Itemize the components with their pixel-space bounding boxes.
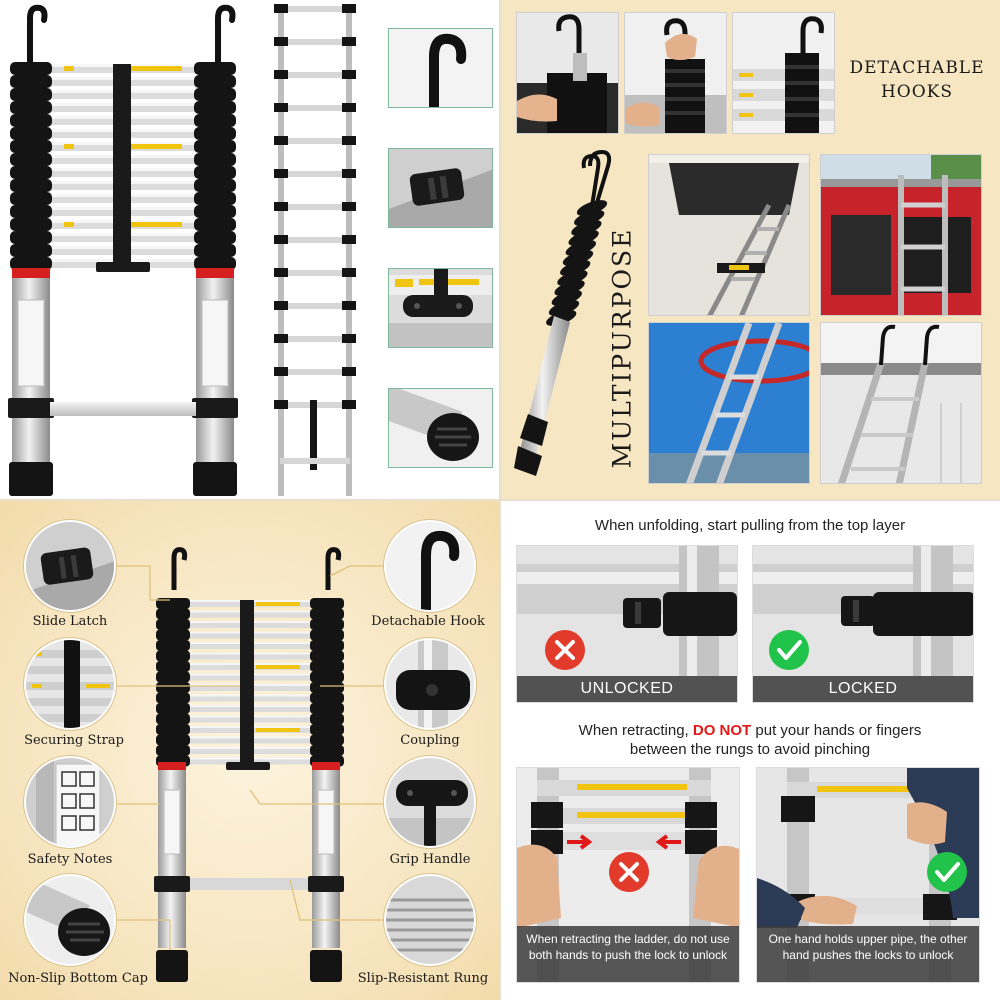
title-line-1: DETACHABLE [849,58,985,78]
wrong-retract-caption: When retracting the ladder, do not use b… [517,926,739,982]
non-slip-cap-label: Non-Slip Bottom Cap [8,971,148,986]
ladder-overview-panel [0,0,500,500]
detachable-hook-callout [384,520,476,612]
handle-thumbnail [388,268,493,348]
slip-resistant-rung-label: Slip-Resistant Rung [357,971,489,986]
locked-panel: LOCKED [752,545,974,703]
vehicle-use-photo [820,154,982,316]
title-line-2: HOOKS [880,82,954,102]
detachable-hooks-title: DETACHABLE HOOKS [842,56,992,104]
securing-strap-label: Securing Strap [24,733,124,748]
multipurpose-text: MULTIPURPOSE [607,227,637,469]
detachable-hook-label: Detachable Hook [371,614,485,629]
slip-resistant-rung-callout [384,874,476,966]
features-callout-panel: Slide Latch Securing Strap Safety Notes [0,500,500,1000]
unlocked-label: UNLOCKED [517,676,737,702]
safety-notes-callout [24,756,116,848]
unlocked-panel: UNLOCKED [516,545,738,703]
right-retract-panel: One hand holds upper pipe, the other han… [756,767,980,983]
securing-strap-callout [24,638,116,730]
detach-hook-photo-1 [516,12,619,134]
retract-heading: When retracting, DO NOT put your hands o… [500,721,1000,759]
safety-notes-label: Safety Notes [27,852,113,867]
tree-use-photo [648,322,810,484]
coupling-callout [384,638,476,730]
retract-heading-pre: When retracting, [578,722,693,739]
non-slip-cap-callout [24,874,116,966]
detach-hook-photo-3 [732,12,835,134]
retract-heading-line2: between the rungs to avoid pinching [629,741,871,758]
coupling-label: Coupling [400,733,460,748]
retract-heading-post: put your hands or fingers [751,722,922,739]
right-retract-caption: One hand holds upper pipe, the other han… [757,926,979,982]
attic-use-photo [648,154,810,316]
slide-latch-callout [24,520,116,612]
foot-cap-thumbnail [388,388,493,468]
hooks-multipurpose-panel: DETACHABLE HOOKS MULTIPURPOSE [500,0,1000,500]
locked-label: LOCKED [753,676,973,702]
horizontal-divider [0,499,1000,501]
callout-connectors [116,565,384,950]
extended-ladder-image [274,4,356,496]
detach-hook-photo-2 [624,12,727,134]
slide-latch-label: Slide Latch [32,614,108,629]
grip-handle-label: Grip Handle [389,852,471,867]
wrong-retract-panel: When retracting the ladder, do not use b… [516,767,740,983]
single-pole-image [514,149,612,476]
multipurpose-title: MULTIPURPOSE [600,218,644,478]
retract-heading-warning: DO NOT [692,722,752,739]
latch-thumbnail [388,148,493,228]
grip-handle-callout [384,756,476,848]
unfold-heading: When unfolding, start pulling from the t… [594,517,906,534]
roof-use-photo [820,322,982,484]
hook-thumbnail [388,28,493,108]
collapsed-ladder-image [8,4,238,496]
feature-ladder-image [154,547,344,982]
